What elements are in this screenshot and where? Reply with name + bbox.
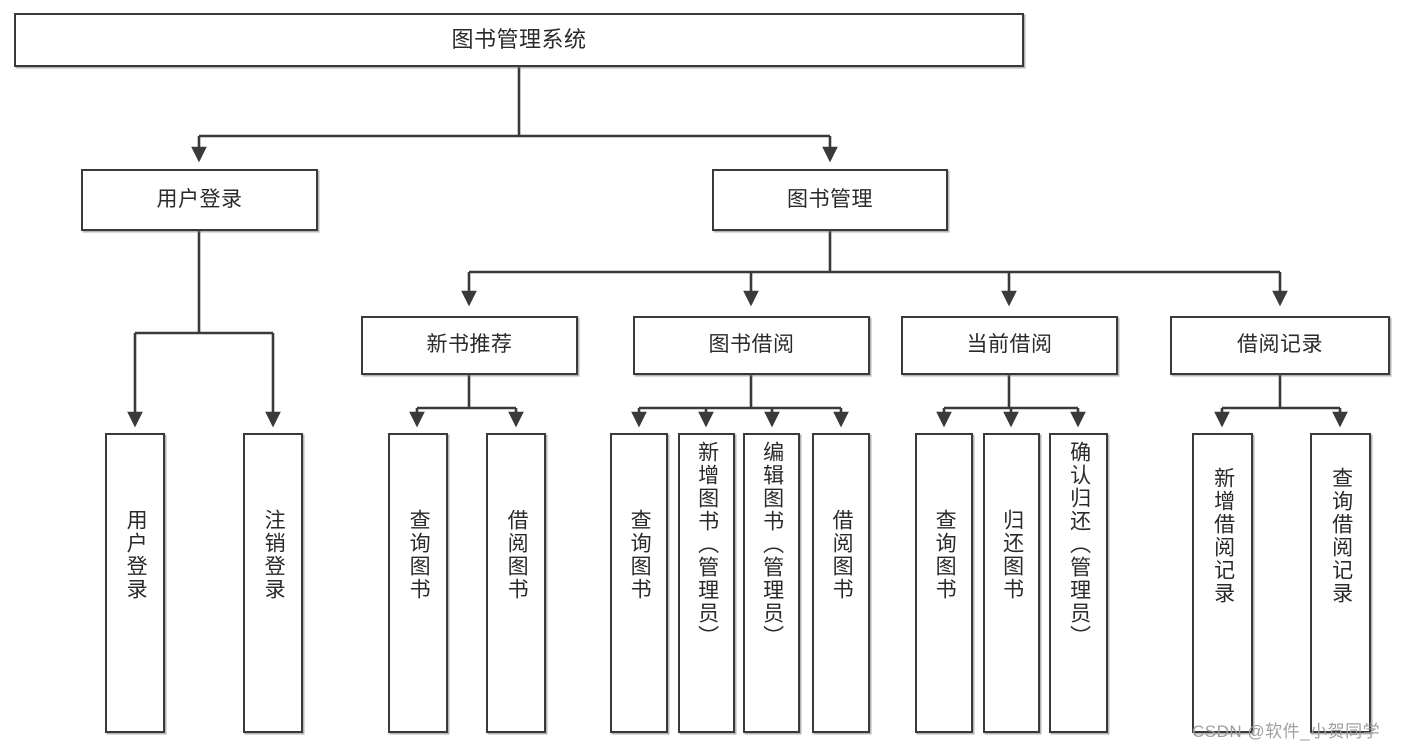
node-label: 编辑图书（管理员） xyxy=(760,441,784,648)
node-label: 新增借阅记录 xyxy=(1211,467,1235,605)
leaf-borrow-query-book[interactable]: 查询图书 xyxy=(610,433,668,733)
node-label: 查询图书 xyxy=(407,509,431,601)
node-label: 借阅记录 xyxy=(1237,333,1323,357)
node-label: 查询借阅记录 xyxy=(1329,467,1353,605)
node-book-borrow[interactable]: 图书借阅 xyxy=(633,316,870,375)
leaf-current-confirm-return-admin[interactable]: 确认归还（管理员） xyxy=(1049,433,1108,733)
node-label: 用户登录 xyxy=(156,187,243,211)
node-new-book-recommend[interactable]: 新书推荐 xyxy=(361,316,578,375)
node-book-management[interactable]: 图书管理 xyxy=(712,169,948,231)
node-label: 注销登录 xyxy=(262,509,286,601)
node-label: 图书管理系统 xyxy=(451,27,587,53)
leaf-user-login-logout[interactable]: 注销登录 xyxy=(243,433,303,733)
leaf-records-query-record[interactable]: 查询借阅记录 xyxy=(1310,433,1371,733)
node-label: 查询图书 xyxy=(933,509,957,601)
node-label: 新书推荐 xyxy=(426,333,513,357)
node-label: 新增图书（管理员） xyxy=(695,441,719,648)
leaf-borrow-edit-book-admin[interactable]: 编辑图书（管理员） xyxy=(743,433,800,733)
node-label: 当前借阅 xyxy=(966,333,1053,357)
node-current-borrow[interactable]: 当前借阅 xyxy=(901,316,1118,375)
leaf-borrow-add-book-admin[interactable]: 新增图书（管理员） xyxy=(678,433,735,733)
node-label: 借阅图书 xyxy=(830,509,854,601)
node-label: 用户登录 xyxy=(124,509,148,601)
node-label: 查询图书 xyxy=(628,509,652,601)
leaf-user-login-login[interactable]: 用户登录 xyxy=(105,433,165,733)
node-borrow-records[interactable]: 借阅记录 xyxy=(1170,316,1390,375)
csdn-watermark: CSDN @软件_小贺同学 xyxy=(1192,722,1381,741)
leaf-current-return-book[interactable]: 归还图书 xyxy=(983,433,1040,733)
node-root[interactable]: 图书管理系统 xyxy=(14,13,1024,67)
leaf-records-add-record[interactable]: 新增借阅记录 xyxy=(1192,433,1253,733)
leaf-new-book-query[interactable]: 查询图书 xyxy=(388,433,448,733)
node-label: 图书借阅 xyxy=(708,333,795,357)
leaf-current-query-book[interactable]: 查询图书 xyxy=(915,433,973,733)
node-label: 归还图书 xyxy=(1000,509,1024,601)
node-label: 图书管理 xyxy=(787,187,873,211)
leaf-borrow-borrow-book[interactable]: 借阅图书 xyxy=(812,433,870,733)
leaf-new-book-borrow[interactable]: 借阅图书 xyxy=(486,433,546,733)
node-user-login[interactable]: 用户登录 xyxy=(81,169,318,231)
node-label: 确认归还（管理员） xyxy=(1067,441,1091,648)
node-label: 借阅图书 xyxy=(505,509,529,601)
